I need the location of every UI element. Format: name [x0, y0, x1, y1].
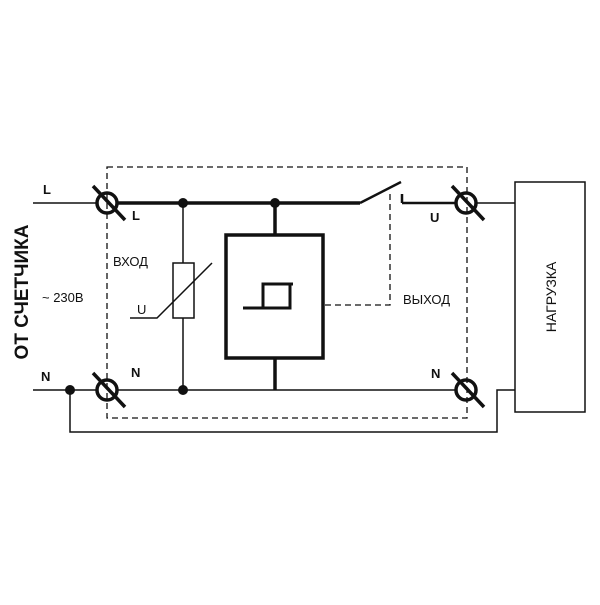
terminal-u-out [450, 184, 486, 222]
relay-control-link [325, 190, 391, 306]
load-label: НАГРУЗКА [543, 261, 559, 332]
hysteresis-icon [243, 282, 293, 310]
u-out-label: U [430, 210, 439, 225]
load-box [514, 181, 586, 413]
input-label: ВХОД [113, 254, 148, 269]
n-out-label: N [431, 366, 440, 381]
device-boundary [106, 166, 468, 419]
varistor-u-label: U [137, 302, 146, 317]
n-inner-label: N [131, 365, 140, 380]
source-label: ОТ СЧЕТЧИКА [12, 224, 33, 359]
voltage-relay-block [224, 203, 325, 390]
l-outer-label: L [43, 182, 51, 197]
terminal-l-in [91, 184, 127, 222]
phase-wire [33, 180, 515, 205]
terminal-screws [91, 184, 486, 409]
junction-dots [65, 198, 280, 395]
output-label: ВЫХОД [403, 292, 450, 307]
terminal-n-out [450, 371, 486, 409]
varistor [130, 203, 213, 390]
n-outer-label: N [41, 369, 50, 384]
terminal-n-in [91, 371, 127, 409]
neutral-wire [33, 389, 515, 433]
voltage-label: ~ 230В [42, 290, 84, 305]
l-inner-label: L [132, 208, 140, 223]
